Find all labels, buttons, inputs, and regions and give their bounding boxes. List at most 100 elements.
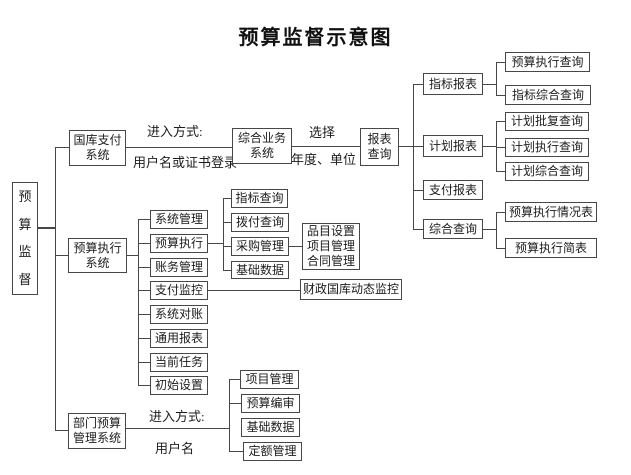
connector-line bbox=[483, 146, 496, 147]
connector-line bbox=[229, 451, 243, 452]
node-payment-report: 支付报表 bbox=[423, 180, 483, 200]
node-budget-execution-system: 预算执行 系统 bbox=[68, 238, 127, 273]
connector-line bbox=[127, 255, 138, 256]
node-project-management: 项目管理 bbox=[240, 370, 299, 389]
node-label: 项目管理 bbox=[306, 239, 355, 253]
connector-line bbox=[208, 243, 223, 244]
connector-line bbox=[399, 146, 413, 147]
connector-line bbox=[223, 198, 231, 199]
connector-line bbox=[208, 290, 300, 291]
edge-label-login-method: 进入方式: bbox=[147, 124, 203, 139]
connector-line bbox=[496, 95, 505, 96]
node-budget-execution: 预算执行 bbox=[150, 234, 208, 253]
connector-line bbox=[229, 379, 230, 452]
connector-line bbox=[55, 147, 56, 431]
connector-line bbox=[496, 62, 505, 63]
node-label: 品目设置 bbox=[306, 224, 355, 238]
node-procurement-management: 采购管理 bbox=[231, 237, 289, 256]
node-label: 系统 bbox=[85, 255, 110, 270]
connector-line bbox=[496, 121, 497, 172]
connector-line bbox=[413, 84, 423, 85]
connector-line bbox=[138, 385, 150, 386]
connector-line bbox=[138, 267, 150, 268]
connector-line bbox=[496, 248, 505, 249]
connector-line bbox=[138, 338, 150, 339]
node-label: 查询 bbox=[367, 147, 392, 161]
connector-line bbox=[138, 219, 150, 220]
node-plan-approval-query: 计划批复查询 bbox=[505, 112, 589, 131]
node-budget-compilation-review: 预算编审 bbox=[241, 394, 300, 413]
root-char: 督 bbox=[18, 272, 32, 288]
connector-line bbox=[138, 243, 150, 244]
node-report-query: 报表 查询 bbox=[360, 128, 399, 166]
node-label: 综合业务 bbox=[237, 131, 286, 145]
node-current-tasks: 当前任务 bbox=[150, 353, 208, 372]
connector-line bbox=[223, 270, 231, 271]
connector-line bbox=[496, 171, 505, 172]
node-plan-execution-query: 计划执行查询 bbox=[505, 138, 589, 157]
node-general-reports: 通用报表 bbox=[150, 329, 208, 348]
node-basic-data-exec: 基础数据 bbox=[231, 261, 289, 279]
connector-line bbox=[413, 229, 423, 230]
connector-line bbox=[55, 147, 69, 148]
node-label: 国库支付 bbox=[73, 133, 122, 147]
node-label: 管理系统 bbox=[72, 431, 121, 445]
node-budget-execution-query: 预算执行查询 bbox=[505, 52, 590, 72]
node-budget-execution-status-table: 预算执行情况表 bbox=[505, 202, 597, 222]
node-indicator-report: 指标报表 bbox=[423, 73, 483, 95]
connector-line bbox=[483, 84, 496, 85]
connector-line bbox=[496, 121, 505, 122]
node-label: 部门预算 bbox=[72, 416, 121, 430]
node-procurement-detail: 品目设置 项目管理 合同管理 bbox=[302, 223, 360, 270]
connector-line bbox=[138, 314, 150, 315]
connector-line bbox=[126, 428, 229, 429]
connector-line bbox=[496, 62, 497, 96]
connector-line bbox=[38, 227, 55, 229]
node-integrated-business-system: 综合业务 系统 bbox=[232, 128, 292, 164]
node-fiscal-treasury-dynamic-monitoring: 财政国库动态监控 bbox=[300, 279, 402, 300]
node-allocation-query: 拨付查询 bbox=[231, 213, 289, 232]
connector-line bbox=[496, 212, 497, 249]
root-char: 算 bbox=[18, 216, 32, 232]
node-budget-execution-brief-table: 预算执行简表 bbox=[505, 238, 597, 258]
node-budget-supervision-root: 预 算 监 督 bbox=[12, 182, 38, 295]
connector-line bbox=[289, 246, 302, 247]
node-comprehensive-query: 综合查询 bbox=[423, 219, 483, 239]
connector-line bbox=[55, 255, 68, 256]
connector-line bbox=[229, 403, 242, 404]
node-system-management: 系统管理 bbox=[150, 210, 208, 229]
connector-line bbox=[55, 430, 68, 431]
node-basic-data-dept: 基础数据 bbox=[241, 418, 300, 437]
node-label: 报表 bbox=[367, 132, 392, 146]
connector-line bbox=[223, 222, 231, 223]
connector-line bbox=[413, 146, 423, 147]
node-indicator-query: 指标查询 bbox=[231, 189, 288, 208]
root-char: 监 bbox=[18, 244, 32, 260]
connector-line bbox=[496, 147, 505, 148]
connector-line bbox=[138, 219, 139, 386]
edge-label-select: 选择 bbox=[309, 125, 336, 140]
node-indicator-comprehensive-query: 指标综合查询 bbox=[505, 85, 591, 105]
connector-line bbox=[292, 146, 360, 147]
edge-label-username-certificate: 用户名或证书登录 bbox=[133, 155, 238, 170]
node-label: 系统 bbox=[249, 146, 274, 160]
edge-label-login-method-dept: 进入方式: bbox=[149, 409, 205, 424]
connector-line bbox=[126, 147, 232, 148]
connector-line bbox=[413, 84, 414, 230]
connector-line bbox=[138, 362, 150, 363]
node-treasury-payment-system: 国库支付 系统 bbox=[69, 130, 126, 166]
connector-line bbox=[223, 198, 224, 271]
connector-line bbox=[138, 290, 150, 291]
node-initial-settings: 初始设置 bbox=[150, 376, 208, 395]
connector-line bbox=[483, 229, 496, 230]
node-plan-report: 计划报表 bbox=[423, 135, 483, 157]
node-plan-comprehensive-query: 计划综合查询 bbox=[505, 162, 589, 181]
connector-line bbox=[413, 190, 423, 191]
connector-line bbox=[496, 212, 505, 213]
node-label: 预算执行 bbox=[73, 240, 122, 255]
connector-line bbox=[223, 246, 231, 247]
edge-label-year-unit: 年度、单位 bbox=[291, 152, 357, 167]
connector-line bbox=[229, 379, 240, 380]
node-label: 系统 bbox=[85, 148, 110, 162]
node-system-reconciliation: 系统对账 bbox=[150, 305, 208, 324]
